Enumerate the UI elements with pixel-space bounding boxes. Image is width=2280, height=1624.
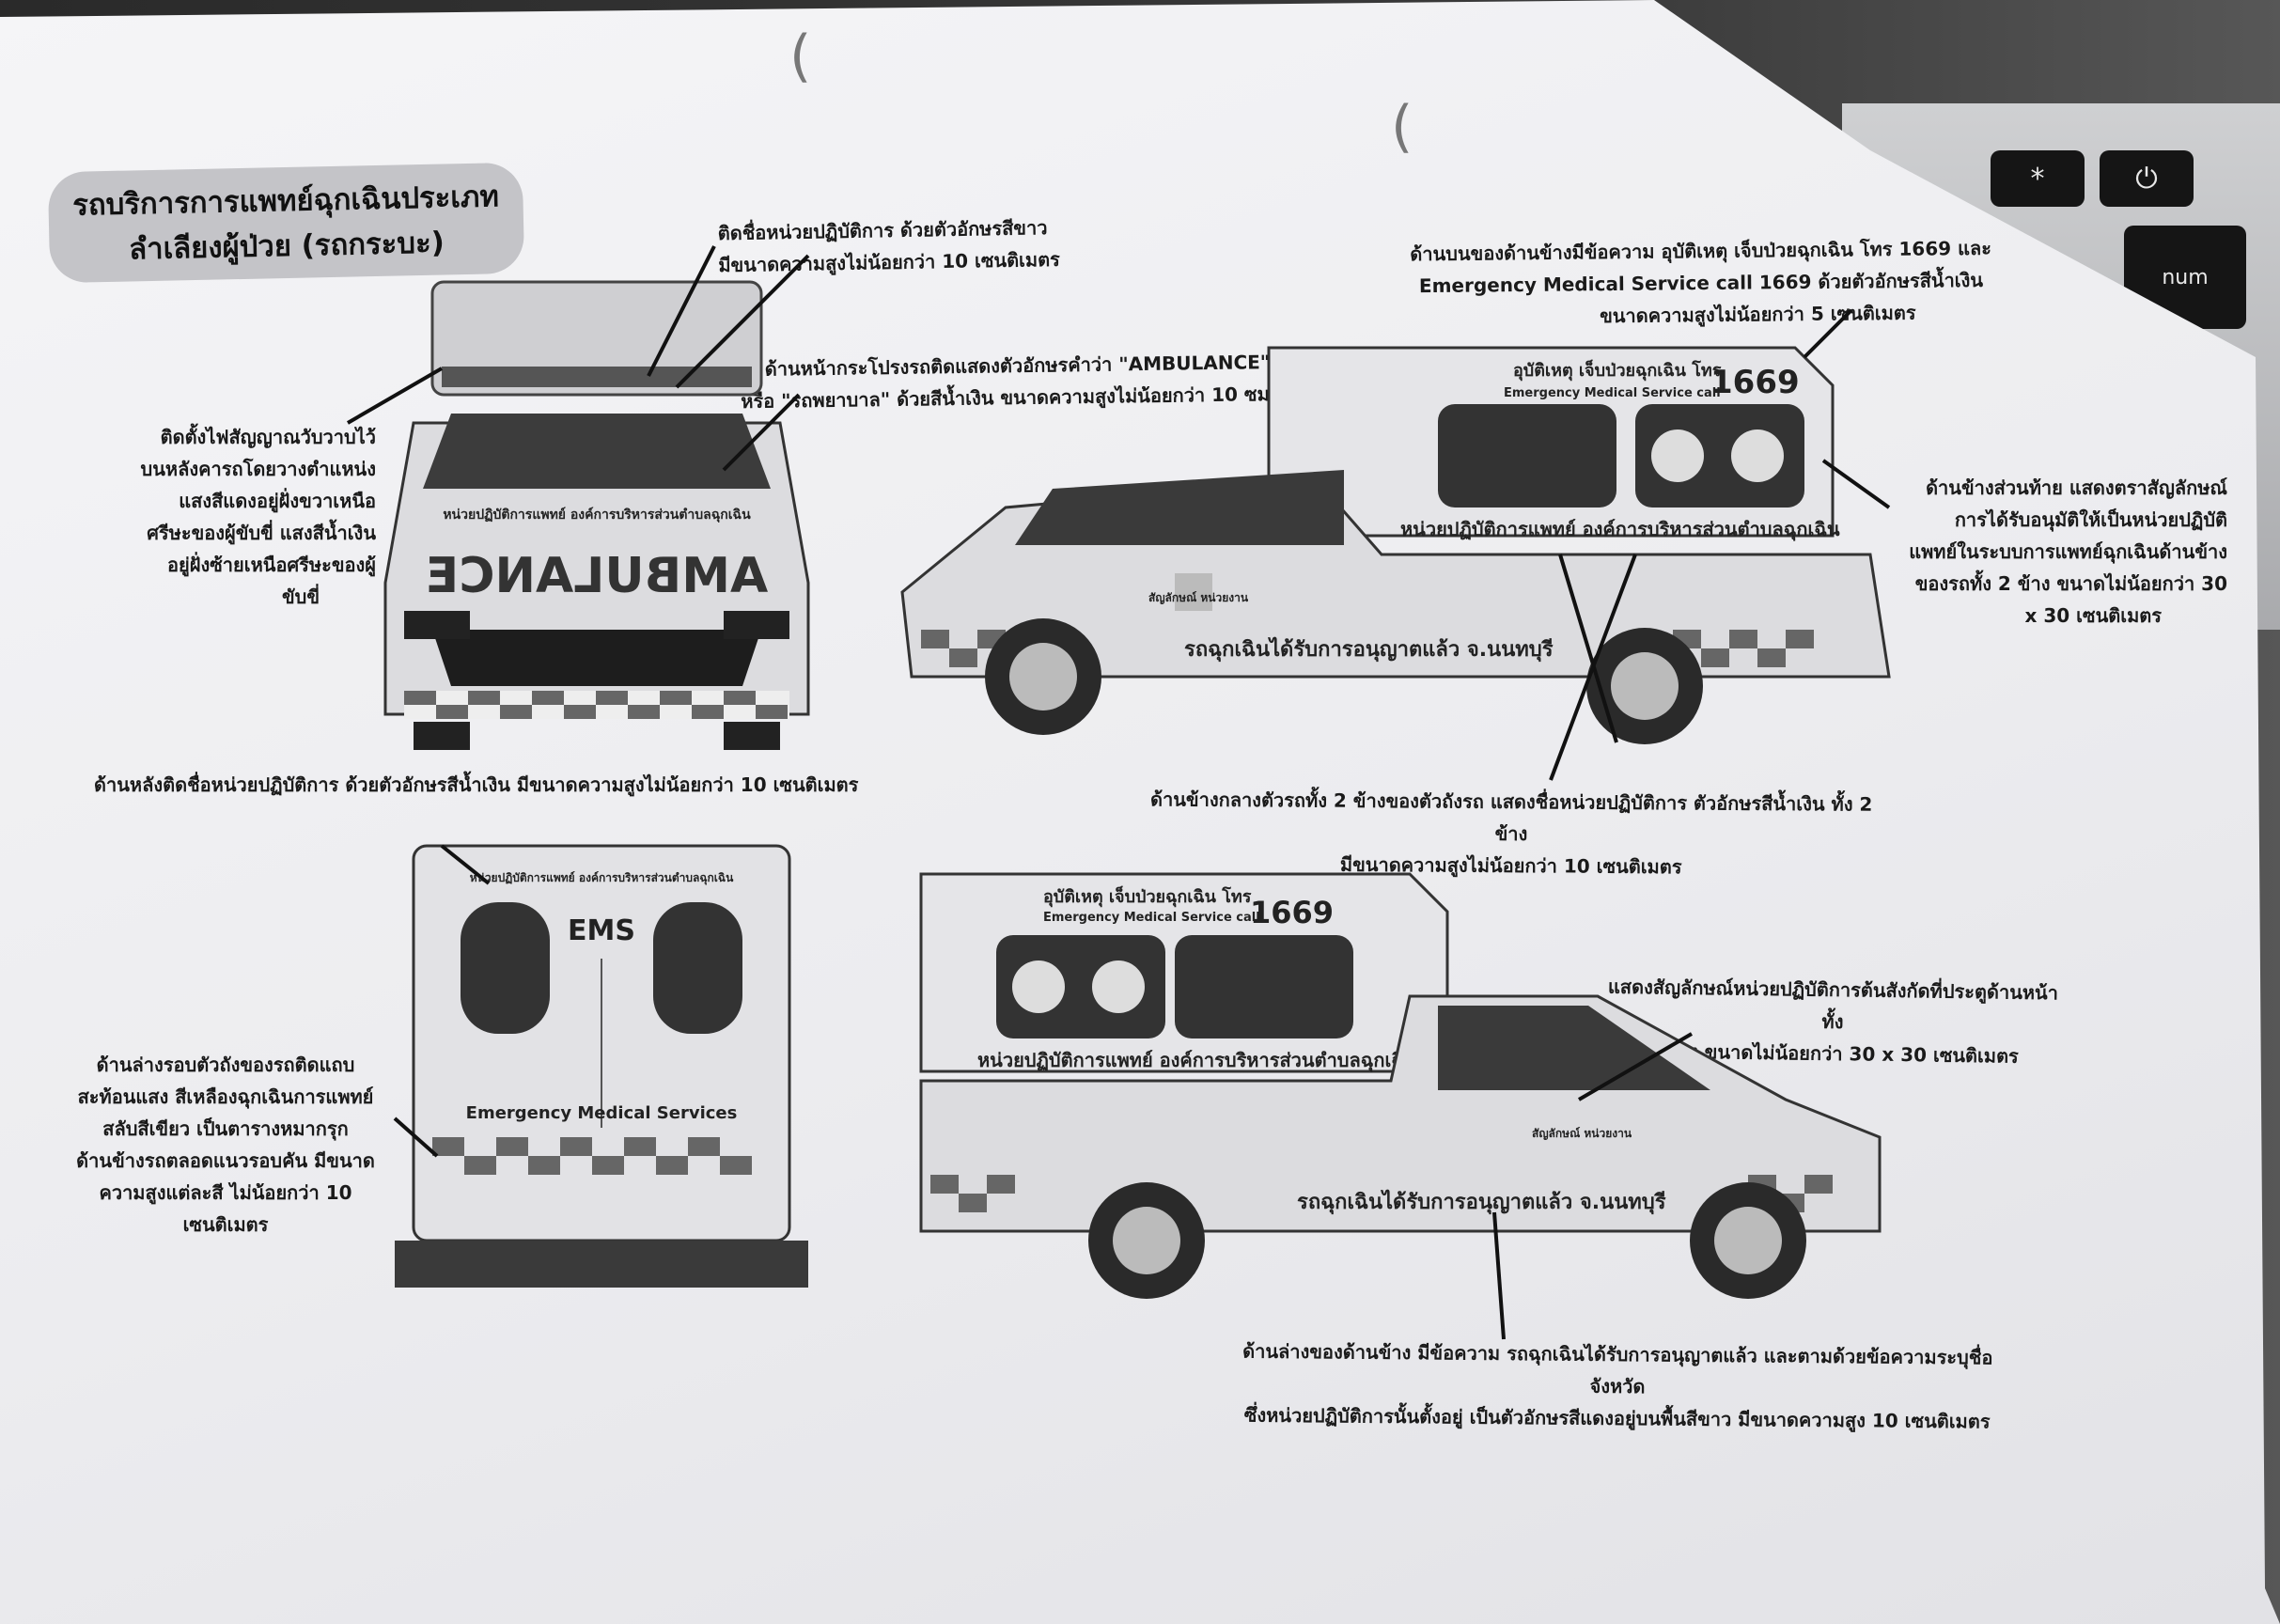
caption-reflective: ด้านล่างรอบตัวถังของรถติดแถบ สะท้อนแสง ส… [76, 1054, 375, 1236]
caption-light-bar: ติดตั้งไฟสัญญาณวับวาบไว้ บนหลังคารถโดยวา… [140, 426, 376, 608]
svg-text:หน่วยปฏิบัติการแพทย์ องค์การบร: หน่วยปฏิบัติการแพทย์ องค์การบริหารส่วนตำ… [470, 871, 734, 885]
front-view-vehicle: หน่วยปฏิบัติการแพทย์ องค์การบริหารส่วนตำ… [376, 273, 818, 756]
svg-text:หน่วยปฏิบัติการแพทย์ องค์การบร: หน่วยปฏิบัติการแพทย์ องค์การบริหารส่วนตำ… [977, 1049, 1417, 1072]
rear-checker-band [432, 1137, 752, 1175]
svg-text:1669: 1669 [1250, 895, 1334, 930]
front-checker-band [404, 691, 789, 719]
svg-text:อุบัติเหตุ เจ็บป่วยฉุกเฉิน โทร: อุบัติเหตุ เจ็บป่วยฉุกเฉิน โทร [1043, 885, 1252, 908]
svg-text:สัญลักษณ์ หน่วยงาน: สัญลักษณ์ หน่วยงาน [1148, 591, 1249, 604]
svg-text:EMS: EMS [568, 914, 635, 947]
side-view-illustration: อุบัติเหตุ เจ็บป่วยฉุกเฉิน โทร Emergency… [900, 346, 1891, 744]
svg-text:Emergency Medical Services: Emergency Medical Services [466, 1103, 738, 1123]
svg-text:หน่วยปฏิบัติการแพทย์ องค์การบร: หน่วยปฏิบัติการแพทย์ องค์การบริหารส่วนตำ… [443, 507, 751, 523]
svg-text:อุบัติเหตุ เจ็บป่วยฉุกเฉิน โทร: อุบัติเหตุ เจ็บป่วยฉุกเฉิน โทร [1513, 359, 1722, 382]
star-key: * [1991, 150, 2085, 207]
staple-mark: ( [789, 23, 812, 89]
svg-text:AMBULANCE: AMBULANCE [426, 548, 768, 604]
rear-view-vehicle: หน่วยปฏิบัติการแพทย์ องค์การบริหารส่วนตำ… [395, 827, 808, 1301]
svg-text:รถฉุกเฉินได้รับการอนุญาตแล้ว จ: รถฉุกเฉินได้รับการอนุญาตแล้ว จ.นนทบุรี [1184, 636, 1554, 663]
svg-text:หน่วยปฏิบัติการแพทย์ องค์การบร: หน่วยปฏิบัติการแพทย์ องค์การบริหารส่วนตำ… [1400, 518, 1840, 541]
front-view-illustration: หน่วยปฏิบัติการแพทย์ องค์การบริหารส่วนตำ… [383, 280, 810, 750]
caption-rear-side-logo: ด้านข้างส่วนท้าย แสดงตราสัญลักษณ์ การได้… [1909, 476, 2227, 627]
side-view-vehicle-upper: อุบัติเหตุ เจ็บป่วยฉุกเฉิน โทร Emergency… [893, 320, 1908, 765]
svg-text:สัญลักษณ์ หน่วยงาน: สัญลักษณ์ หน่วยงาน [1532, 1127, 1632, 1140]
caption-rear-name: ด้านหลังติดชื่อหน่วยปฏิบัติการ ด้วยตัวอั… [94, 773, 859, 796]
staple-mark: ( [1391, 94, 1413, 160]
power-key: ⏻ [2100, 150, 2194, 207]
svg-text:Emergency Medical Service call: Emergency Medical Service call [1043, 911, 1260, 925]
rear-view-illustration: หน่วยปฏิบัติการแพทย์ องค์การบริหารส่วนตำ… [395, 844, 808, 1288]
side-view-illustration-lower: อุบัติเหตุ เจ็บป่วยฉุกเฉิน โทร Emergency… [919, 872, 1882, 1299]
svg-text:1669: 1669 [1710, 364, 1800, 401]
svg-text:Emergency Medical Service call: Emergency Medical Service call [1504, 386, 1721, 400]
side-view-vehicle-lower: อุบัติเหตุ เจ็บป่วยฉุกเฉิน โทร Emergency… [883, 855, 1898, 1329]
svg-text:รถฉุกเฉินได้รับการอนุญาตแล้ว จ: รถฉุกเฉินได้รับการอนุญาตแล้ว จ.นนทบุรี [1297, 1189, 1666, 1215]
